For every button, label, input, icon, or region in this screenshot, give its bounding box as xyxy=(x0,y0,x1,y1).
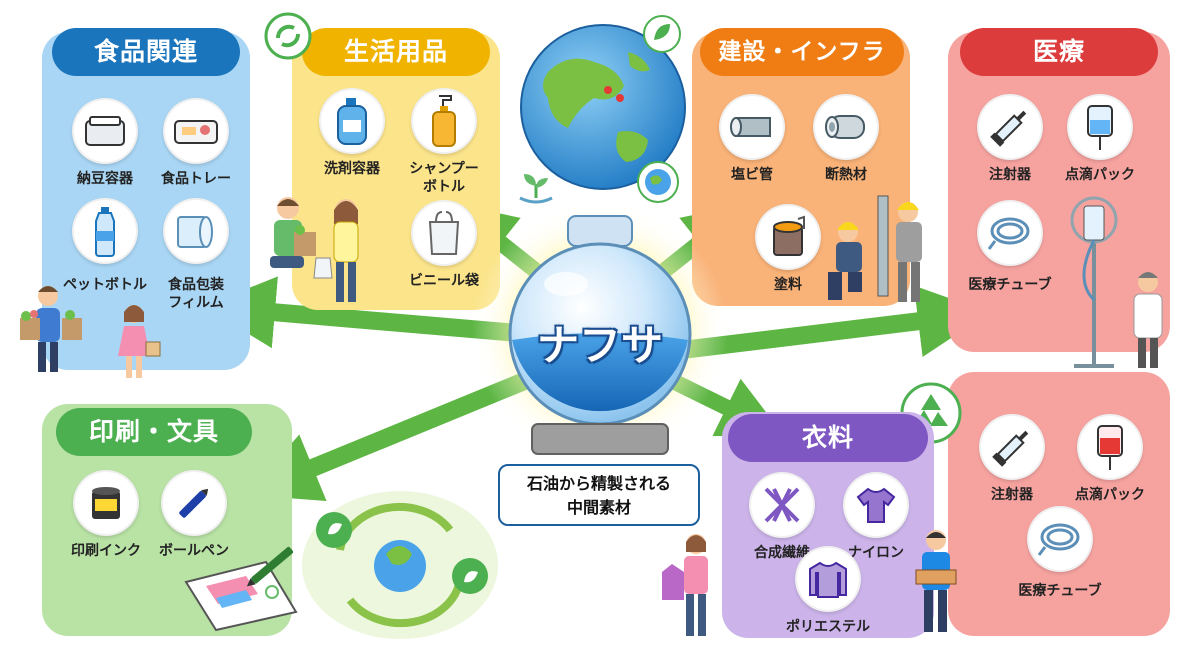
item-detergent-bottle: 洗剤容器 xyxy=(292,88,412,178)
item-plastic-bag: ビニール袋 xyxy=(384,200,504,290)
item-food-tray: 食品トレー xyxy=(136,98,256,188)
panel-clothing-title: 衣料 xyxy=(728,414,928,462)
item-label: ボールペン xyxy=(159,543,229,559)
item-iv-bag-lower: 点滴パック xyxy=(1050,414,1170,504)
naphtha-title: ナフサ xyxy=(536,321,663,370)
item-label: 点滴パック xyxy=(1075,487,1145,503)
item-label: 塗料 xyxy=(774,277,802,293)
item-natto-container: 納豆容器 xyxy=(45,98,165,188)
naphtha-caption: 石油から精製される 中間素材 xyxy=(498,464,700,526)
earth-globe-illustration xyxy=(520,24,686,190)
panel-medical-lower xyxy=(948,372,1170,636)
clothing-shopper-woman-illustration xyxy=(662,534,708,636)
item-insulation: 断熱材 xyxy=(786,94,906,184)
detergent-bottle-icon xyxy=(337,98,367,145)
item-ink-can: 印刷インク xyxy=(46,470,166,560)
iv-bag-icon xyxy=(1097,425,1123,470)
item-label: 注射器 xyxy=(989,167,1031,183)
medical-tube-icon xyxy=(1037,523,1080,556)
panel-medical xyxy=(948,32,1170,352)
iv-stand-doctor-illustration xyxy=(1070,196,1163,368)
construction-workers-illustration xyxy=(828,195,922,302)
item-label: 点滴パック xyxy=(1065,167,1135,183)
shopper-man-illustration xyxy=(20,286,82,372)
item-synthetic-fiber: 合成繊維 xyxy=(722,472,842,562)
item-label: ビニール袋 xyxy=(409,273,479,289)
nylon-shirt-icon xyxy=(856,487,896,523)
naphtha-flask xyxy=(472,202,728,458)
iv-bag-icon xyxy=(1087,105,1113,150)
panel-infra-title: 建設・インフラ xyxy=(700,28,904,76)
shampoo-bottle-icon xyxy=(432,95,456,147)
panel-printing-title: 印刷・文具 xyxy=(56,408,252,456)
clothing-shopper-man-illustration xyxy=(915,530,957,632)
item-medical-tube-lower: 医療チューブ xyxy=(1000,506,1120,600)
medical-tube-icon xyxy=(987,217,1030,250)
polyester-sweater-icon xyxy=(809,561,847,598)
pvc-pipe-icon xyxy=(730,117,771,137)
insulation-icon xyxy=(825,115,865,139)
item-label: 印刷インク xyxy=(71,543,141,559)
item-label: ナイロン xyxy=(848,545,904,561)
panel-daily-title: 生活用品 xyxy=(302,28,490,76)
item-label: 医療チューブ xyxy=(1018,583,1102,599)
wrap-film-icon xyxy=(177,216,213,248)
item-syringe: 注射器 xyxy=(950,94,1070,184)
synthetic-fiber-icon xyxy=(764,487,800,523)
item-label: 食品トレー xyxy=(161,171,231,187)
item-syringe-lower: 注射器 xyxy=(952,414,1072,504)
item-polyester-sweater: ポリエステル xyxy=(768,546,888,636)
item-label: 医療チューブ xyxy=(968,277,1052,293)
plastic-bag-icon xyxy=(428,211,460,255)
natto-container-icon xyxy=(85,116,125,146)
item-label: 洗剤容器 xyxy=(324,161,380,177)
item-pvc-pipe: 塩ビ管 xyxy=(692,94,812,184)
item-paint-can: 塗料 xyxy=(728,204,848,294)
printed-paper-illustration xyxy=(184,546,298,632)
item-wrap-film: 食品包装 フィルム xyxy=(136,198,256,312)
item-label: シャンプー ボトル xyxy=(409,161,479,195)
recycling-cycle-illustration xyxy=(302,491,498,639)
item-medical-tube: 医療チューブ xyxy=(950,200,1070,294)
item-label: 塩ビ管 xyxy=(731,167,773,183)
item-label: 注射器 xyxy=(991,487,1033,503)
item-shampoo-bottle: シャンプー ボトル xyxy=(384,88,504,196)
item-label: 合成繊維 xyxy=(754,545,810,561)
paint-can-icon xyxy=(773,215,805,256)
leaf-badge-icon xyxy=(643,15,681,53)
recycle-badge-icon xyxy=(264,12,312,60)
item-pet-bottle: ペットボトル xyxy=(45,198,165,294)
item-ballpoint-pen: ボールペン xyxy=(134,470,254,560)
earth-badge-icon xyxy=(637,161,679,203)
item-nylon-shirt: ナイロン xyxy=(816,472,936,562)
food-tray-icon xyxy=(174,120,218,144)
item-iv-bag: 点滴パック xyxy=(1040,94,1160,184)
sprout-in-hand-icon xyxy=(519,174,553,204)
ink-can-icon xyxy=(92,487,120,519)
panel-food-title: 食品関連 xyxy=(52,28,240,76)
syringe-icon xyxy=(992,430,1029,467)
item-label: 断熱材 xyxy=(825,167,867,183)
ballpoint-pen-icon xyxy=(179,488,209,518)
shopper-girl-illustration xyxy=(118,305,161,378)
syringe-icon xyxy=(990,110,1027,147)
item-label: 食品包装 フィルム xyxy=(168,277,224,311)
panel-food xyxy=(42,32,250,370)
item-label: ポリエステル xyxy=(786,619,870,635)
item-label: ペットボトル xyxy=(63,277,147,293)
panel-medical-title: 医療 xyxy=(960,28,1158,76)
item-label: 納豆容器 xyxy=(77,171,133,187)
family-shopping-illustration xyxy=(270,197,359,302)
pet-bottle-icon xyxy=(95,207,115,257)
